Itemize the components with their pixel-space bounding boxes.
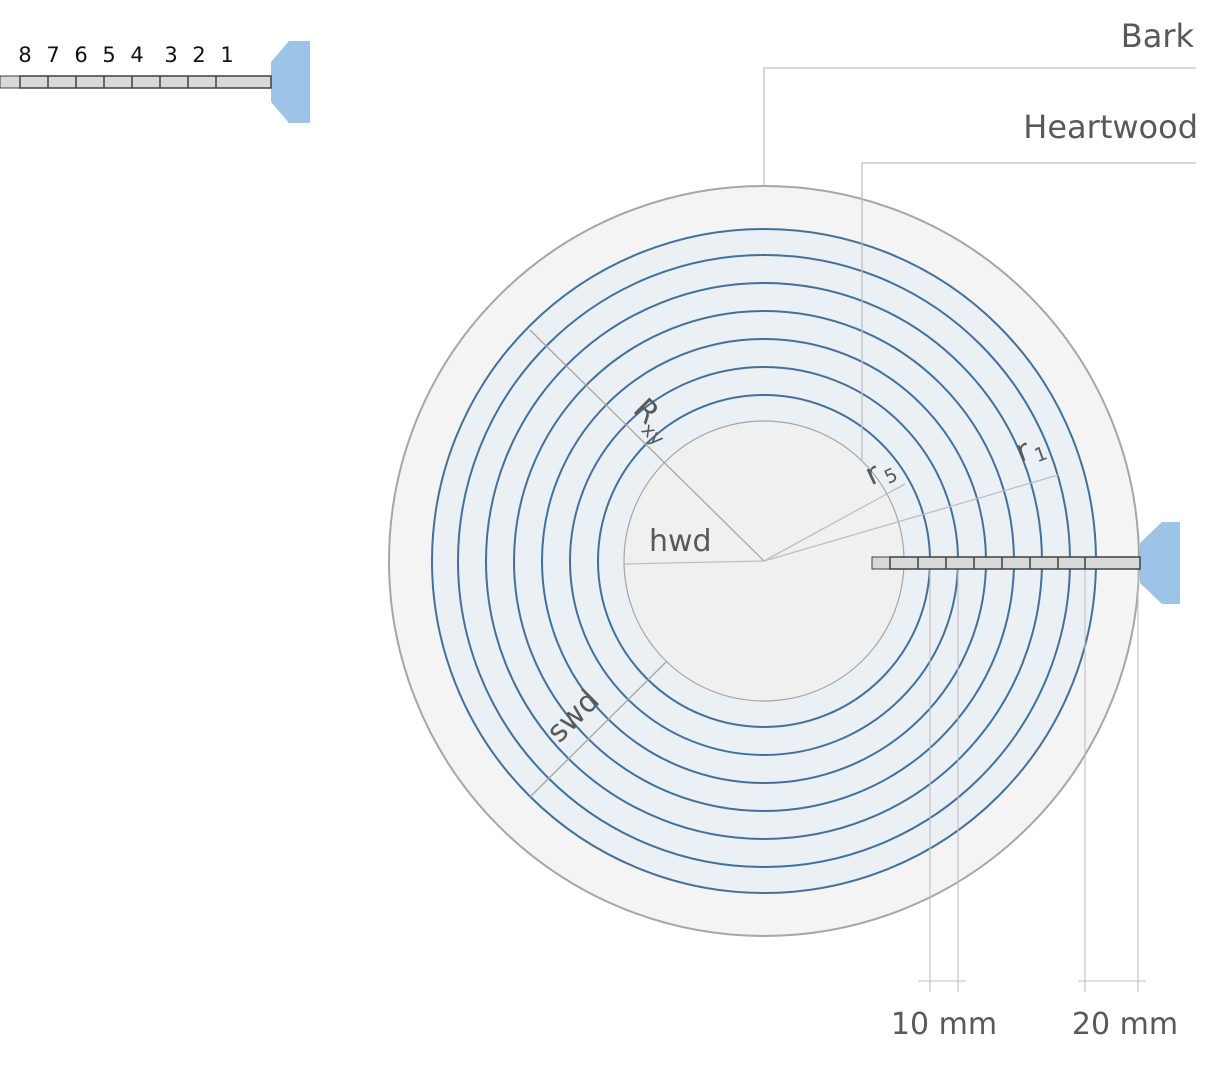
borer-handle-left xyxy=(271,41,310,123)
core-segment-ticks-right xyxy=(917,557,1086,569)
borer-tip-right xyxy=(871,556,891,570)
heartwood-label: Heartwood xyxy=(1023,108,1198,146)
rxy-radius-line xyxy=(529,329,765,562)
segment-number: 8 xyxy=(18,43,31,67)
borer-handle-right xyxy=(1140,522,1180,604)
segment-number: 4 xyxy=(130,43,143,67)
segment-number: 1 xyxy=(220,43,233,67)
r5-radius-line xyxy=(763,483,906,562)
borer-body-right xyxy=(889,556,1141,570)
heartwood-leader-line xyxy=(861,162,1196,460)
core-segment-numbers: 8 7 6 5 4 3 2 1 xyxy=(18,43,233,67)
segment-number: 6 xyxy=(74,43,87,67)
r1-radius-line xyxy=(763,474,1059,562)
hwd-radius-line xyxy=(624,560,765,565)
increment-borer-extracted xyxy=(0,41,310,123)
scale-20mm-label: 20 mm xyxy=(1072,1007,1178,1042)
core-segment-ticks-left xyxy=(47,76,217,88)
segment-number: 7 xyxy=(46,43,59,67)
increment-borer-inserted xyxy=(871,522,1180,604)
scale-extension-lines xyxy=(918,570,1146,992)
bark-leader-line xyxy=(763,67,1196,186)
segment-number: 5 xyxy=(102,43,115,67)
swd-radius-line xyxy=(529,661,667,798)
borer-tip-left xyxy=(0,75,21,89)
bark-label: Bark xyxy=(1121,17,1195,55)
segment-number: 3 xyxy=(164,43,177,67)
segment-number: 2 xyxy=(192,43,205,67)
scale-10mm-label: 10 mm xyxy=(891,1007,997,1042)
hwd-label: hwd xyxy=(649,524,712,559)
borer-body-left xyxy=(19,75,272,89)
